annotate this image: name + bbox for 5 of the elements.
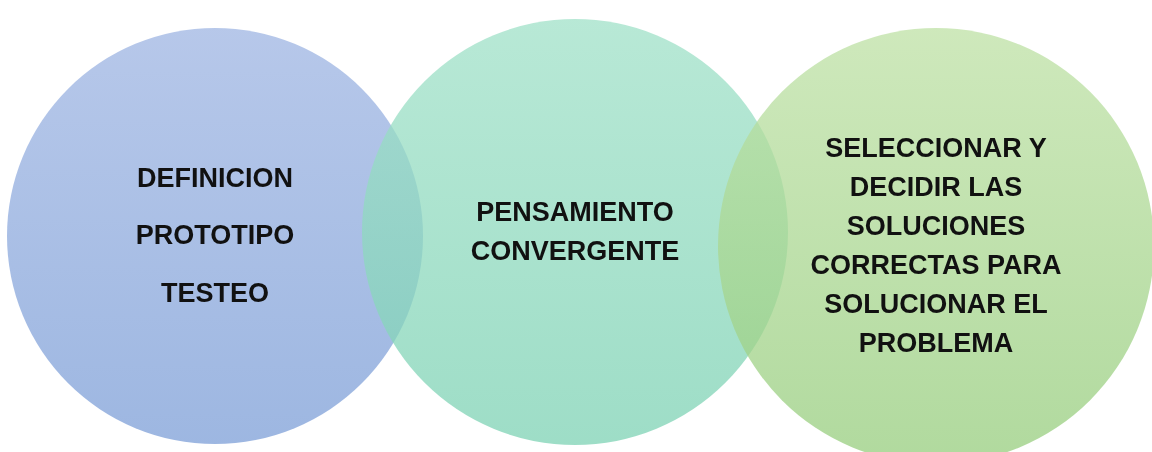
circle-label: DEFINICION (137, 162, 293, 196)
circle-label: TESTEO (161, 276, 269, 310)
circle-label: PENSAMIENTO CONVERGENTE (469, 195, 681, 268)
circle-label: SELECCIONAR Y DECIDIR LAS SOLUCIONES CORRECTAS PARA SOLUCIONAR EL PROBLEMA (809, 131, 1063, 361)
circle-label: PROTOTIPO (135, 219, 295, 253)
